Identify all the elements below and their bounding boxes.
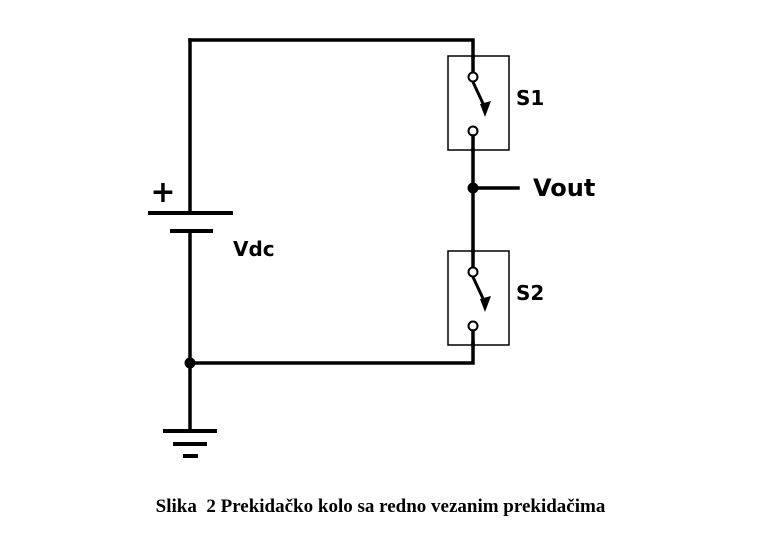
battery-icon: [148, 211, 233, 233]
switch-s2-label: S2: [516, 281, 544, 305]
battery-plus-label: +: [150, 175, 175, 210]
circuit-schematic: + Vdc S1 Vout: [148, 38, 595, 458]
output-label: Vout: [533, 174, 595, 202]
switch-s1-label: S1: [516, 86, 544, 110]
source-label: Vdc: [233, 237, 275, 261]
switch-s2-icon: [447, 249, 510, 347]
bottom-junction-dot: [184, 357, 196, 369]
figure-caption: Slika 2 Prekidačko kolo sa redno vezanim…: [155, 496, 606, 517]
switch-s1-icon: [447, 55, 510, 152]
wire-bottom: [188, 341, 475, 365]
wire-top: [188, 38, 475, 59]
ground-icon: [163, 429, 217, 458]
